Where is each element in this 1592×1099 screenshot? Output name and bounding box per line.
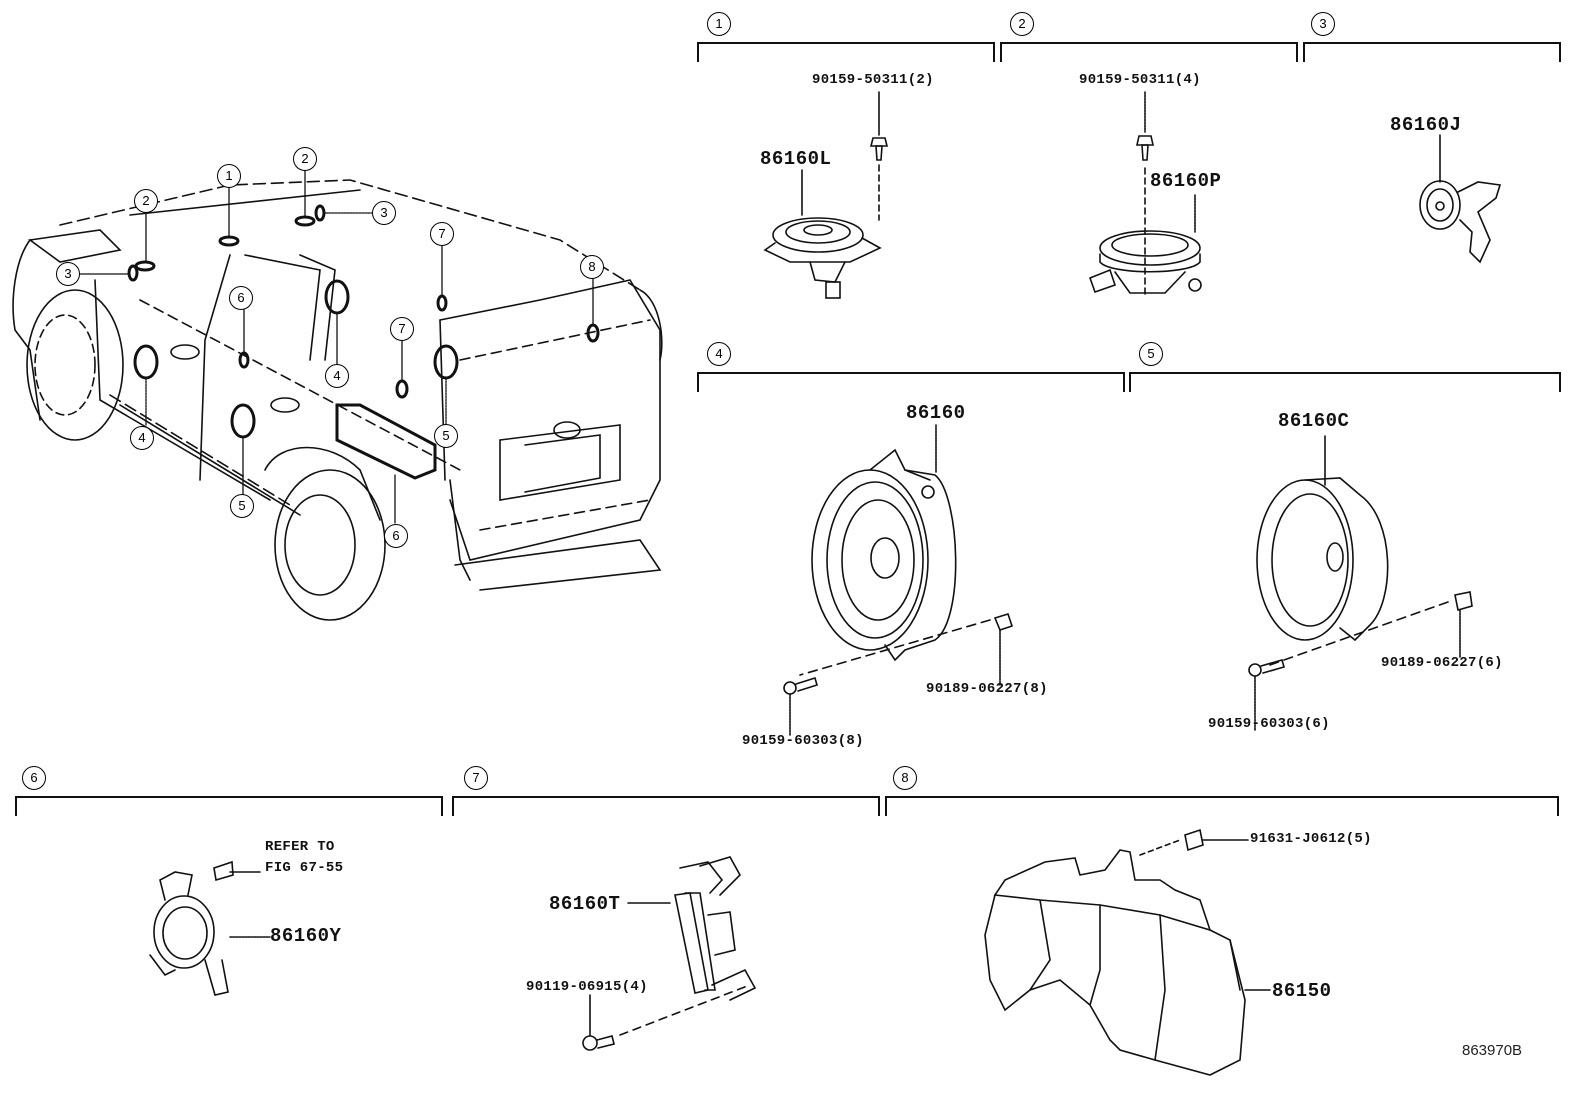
part-number-90159-50311-2[interactable]: 90159-50311(2) <box>812 72 934 88</box>
section-bracket-3 <box>1303 42 1561 62</box>
section-bracket-7 <box>452 796 880 816</box>
section-index-4: 4 <box>707 342 731 366</box>
part-number-90159-50311-4[interactable]: 90159-50311(4) <box>1079 72 1201 88</box>
part-number-86160C[interactable]: 86160C <box>1278 410 1350 432</box>
part-86160T-illustration <box>582 856 757 1051</box>
vehicle-callout-8: 6 <box>384 524 408 548</box>
part-number-86150[interactable]: 86150 <box>1272 980 1332 1002</box>
part-86160J-illustration <box>1419 134 1502 264</box>
part-number-90189-06227-6[interactable]: 90189-06227(6) <box>1381 655 1503 671</box>
vehicle-illustration <box>12 179 663 621</box>
vehicle-callout-2: 2 <box>134 189 158 213</box>
part-86150-illustration <box>984 828 1271 1076</box>
section-index-8: 8 <box>893 766 917 790</box>
part-number-90159-60303-6[interactable]: 90159-60303(6) <box>1208 716 1330 732</box>
section-bracket-6 <box>15 796 443 816</box>
vehicle-callout-5: 5 <box>434 424 458 448</box>
reference-note-line1: REFER TO <box>265 839 335 855</box>
part-86160-illustration <box>783 424 1014 736</box>
part-86160Y-illustration <box>149 860 271 996</box>
vehicle-callout-7: 8 <box>580 255 604 279</box>
section-index-6: 6 <box>22 766 46 790</box>
reference-note-line2[interactable]: FIG 67-55 <box>265 860 344 876</box>
part-86160L-illustration <box>763 91 889 299</box>
part-number-86160P[interactable]: 86160P <box>1150 170 1222 192</box>
vehicle-callout-1: 1 <box>217 164 241 188</box>
part-number-86160[interactable]: 86160 <box>906 402 966 424</box>
part-number-90159-60303-8[interactable]: 90159-60303(8) <box>742 733 864 749</box>
part-number-90189-06227-8[interactable]: 90189-06227(8) <box>926 681 1048 697</box>
section-bracket-4 <box>697 372 1125 392</box>
section-bracket-5 <box>1129 372 1561 392</box>
vehicle-callout-3: 3 <box>372 201 396 225</box>
vehicle-callout-6: 7 <box>430 222 454 246</box>
vehicle-callout-4: 4 <box>325 364 349 388</box>
vehicle-callout-7: 7 <box>390 317 414 341</box>
section-index-1: 1 <box>707 12 731 36</box>
section-bracket-8 <box>885 796 1559 816</box>
section-index-3: 3 <box>1311 12 1335 36</box>
figure-code: 863970B <box>1462 1042 1523 1059</box>
section-bracket-2 <box>1000 42 1298 62</box>
vehicle-callout-2: 2 <box>293 147 317 171</box>
section-index-2: 2 <box>1010 12 1034 36</box>
vehicle-callout-5: 5 <box>230 494 254 518</box>
section-index-7: 7 <box>464 766 488 790</box>
part-number-86160T[interactable]: 86160T <box>549 893 621 915</box>
part-number-91631-J0612-5[interactable]: 91631-J0612(5) <box>1250 831 1372 847</box>
part-number-90119-06915-4[interactable]: 90119-06915(4) <box>526 979 648 995</box>
section-index-5: 5 <box>1139 342 1163 366</box>
part-number-86160L[interactable]: 86160L <box>760 148 832 170</box>
section-bracket-1 <box>697 42 995 62</box>
part-86160C-illustration <box>1248 435 1473 731</box>
vehicle-callout-3: 3 <box>56 262 80 286</box>
vehicle-callout-6: 6 <box>229 286 253 310</box>
part-number-86160J[interactable]: 86160J <box>1390 114 1462 136</box>
part-number-86160Y[interactable]: 86160Y <box>270 925 342 947</box>
vehicle-callout-4: 4 <box>130 426 154 450</box>
part-86160P-illustration <box>1088 91 1202 296</box>
